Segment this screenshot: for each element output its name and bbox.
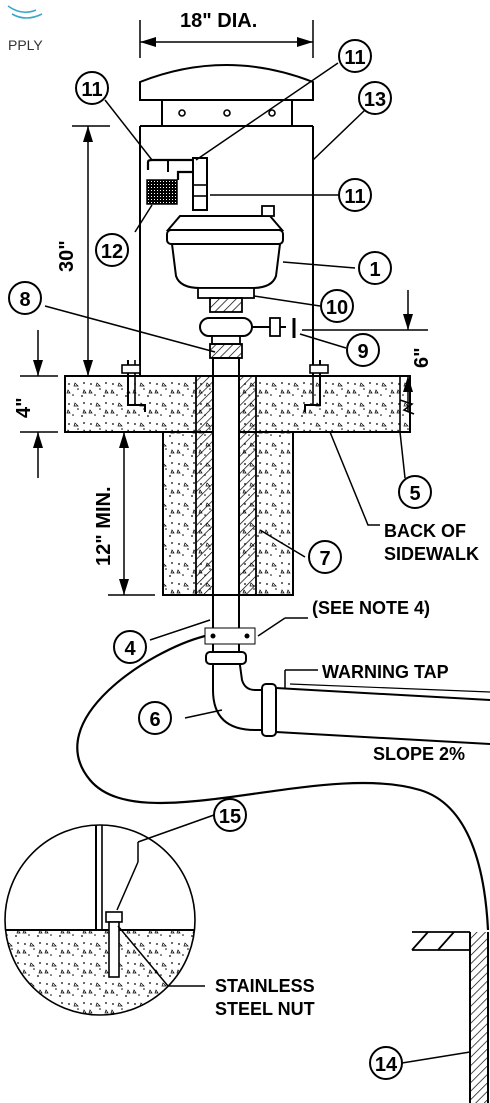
dia-dimension: 18" DIA. (139, 10, 314, 58)
callout-8: 8 (8, 281, 42, 315)
wall-section (411, 931, 489, 1103)
callout-4: 6 (138, 701, 172, 735)
height-12-label: 12" MIN. (93, 486, 115, 566)
sidewalk-slab (64, 360, 415, 596)
logo-text: PPLY (8, 37, 43, 53)
slope-label: SLOPE 2% (373, 744, 465, 764)
height-6-label: 6" (411, 347, 433, 368)
pipe-elbow (205, 651, 490, 745)
svg-text:11: 11 (344, 47, 365, 69)
notes: BACK OF SIDEWALK (SEE NOTE 4) WARNING TA… (215, 521, 479, 1019)
callout-14: 14 (369, 1046, 403, 1080)
dia-label: 18" DIA. (180, 10, 257, 32)
height-30-label: 30" (56, 240, 78, 272)
svg-text:15: 15 (219, 806, 241, 828)
svg-text:8: 8 (19, 289, 30, 311)
callout-7: 7 (308, 540, 342, 574)
leader-lines (44, 62, 471, 1064)
vertical-dimensions: 30" 4" 12" MIN. 6" (13, 125, 433, 596)
svg-text:11: 11 (344, 186, 365, 208)
callout-6: 5 (398, 475, 432, 509)
height-4-label: 4" (13, 397, 35, 418)
callout-15: 15 (213, 798, 247, 832)
svg-text:5: 5 (409, 483, 420, 505)
svg-text:7: 7 (319, 548, 330, 570)
warning-wire (76, 617, 490, 931)
steel-nut-label: STEEL NUT (215, 999, 315, 1019)
screen-icon (146, 179, 178, 205)
svg-text:12: 12 (101, 241, 123, 263)
warning-tape-label: WARNING TAP (322, 662, 449, 682)
svg-text:9: 9 (357, 341, 368, 363)
callout-1: 1 (358, 251, 392, 285)
stainless-label: STAINLESS (215, 976, 315, 996)
svg-text:11: 11 (81, 79, 102, 101)
svg-text:4: 4 (124, 638, 136, 660)
see-note-label: (SEE NOTE 4) (312, 598, 430, 618)
svg-text:6: 6 (149, 709, 160, 731)
svg-text:14: 14 (375, 1054, 398, 1076)
logo-swoosh-icon (7, 5, 43, 19)
callout-11a: 11 (75, 71, 109, 105)
callouts: 11 11 13 11 12 1 8 10 9 5 7 4 6 15 14 (8, 39, 432, 1080)
callout-9: 9 (346, 333, 380, 367)
sidewalk-label: SIDEWALK (384, 544, 479, 564)
svg-text:10: 10 (326, 297, 348, 319)
callout-12: 12 (95, 233, 129, 267)
air-release-valve (146, 157, 285, 299)
back-of-label: BACK OF (384, 521, 466, 541)
callout-13: 13 (358, 81, 392, 115)
callout-10: 10 (320, 289, 354, 323)
detail-circle (4, 824, 205, 1016)
svg-text:1: 1 (369, 259, 380, 281)
svg-text:13: 13 (364, 89, 386, 111)
callout-5: 4 (113, 630, 147, 664)
callout-11b: 11 (338, 39, 372, 73)
logo: PPLY (7, 5, 43, 53)
callout-11c: 11 (338, 178, 372, 212)
